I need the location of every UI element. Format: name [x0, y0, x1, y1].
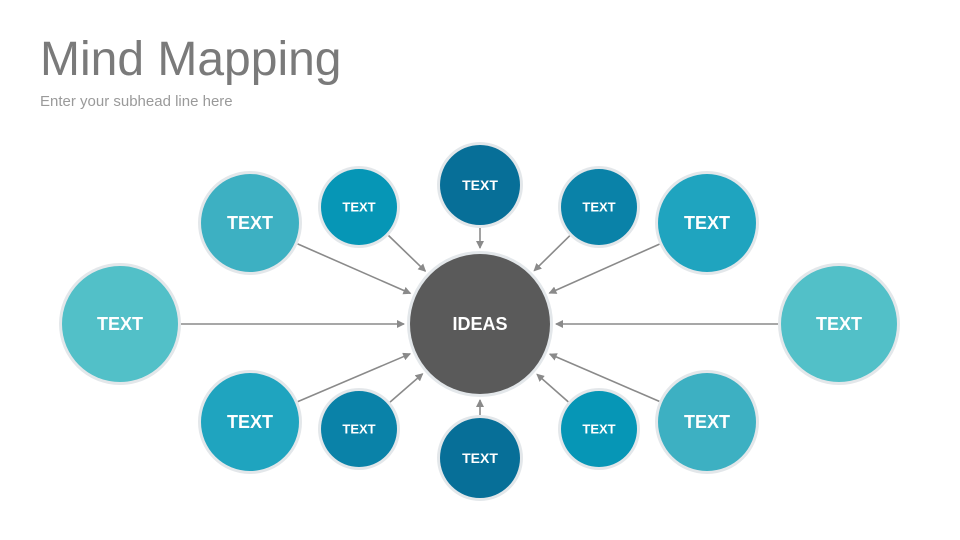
arrow-upper-right-small — [533, 235, 571, 272]
node-right[interactable]: TEXT — [778, 263, 900, 385]
node-upper-left-large[interactable]: TEXT — [198, 171, 302, 275]
node-circle — [201, 373, 299, 471]
node-circle — [561, 169, 637, 245]
node-circle — [658, 373, 756, 471]
node-label: TEXT — [582, 422, 615, 437]
node-upper-left-small[interactable]: TEXT — [318, 166, 400, 248]
arrow-lower-right-small — [536, 373, 569, 403]
connector-arrows — [181, 228, 778, 415]
node-upper-right-small[interactable]: TEXT — [558, 166, 640, 248]
node-label: TEXT — [342, 422, 375, 437]
node-label: TEXT — [816, 314, 862, 334]
node-label: TEXT — [462, 177, 498, 193]
node-label: TEXT — [97, 314, 143, 334]
node-label: TEXT — [684, 213, 730, 233]
arrow-lower-left-large — [297, 352, 412, 403]
center-node[interactable]: IDEAS — [407, 251, 553, 397]
mind-map-nodes: TEXT TEXT TEXT TEXT TEXT TEXT TEXT TEXT TEXT TEXT… — [59, 142, 900, 501]
page-title: Mind Mapping — [40, 33, 342, 86]
node-circle — [781, 266, 897, 382]
node-label: TEXT — [462, 450, 498, 466]
node-top[interactable]: TEXT — [437, 142, 523, 228]
node-lower-left-large[interactable]: TEXT — [198, 370, 302, 474]
node-circle — [201, 174, 299, 272]
node-label: TEXT — [684, 412, 730, 432]
node-label: TEXT — [342, 200, 375, 215]
node-circle — [321, 391, 397, 467]
node-circle — [62, 266, 178, 382]
node-circle — [561, 391, 637, 467]
node-lower-left-small[interactable]: TEXT — [318, 388, 400, 470]
node-label: TEXT — [227, 412, 273, 432]
arrow-upper-right-large — [548, 243, 660, 294]
node-circle — [440, 418, 520, 498]
arrow-upper-left-large — [297, 243, 412, 295]
arrow-lower-left-small — [389, 373, 424, 403]
node-left[interactable]: TEXT — [59, 263, 181, 385]
page-subtitle: Enter your subhead line here — [40, 93, 233, 110]
node-label: TEXT — [582, 200, 615, 215]
node-circle — [658, 174, 756, 272]
node-label: TEXT — [227, 213, 273, 233]
arrow-lower-right-large — [548, 353, 660, 403]
node-lower-right-small[interactable]: TEXT — [558, 388, 640, 470]
node-circle — [440, 145, 520, 225]
center-node-circle — [410, 254, 550, 394]
node-bottom[interactable]: TEXT — [437, 415, 523, 501]
arrow-upper-left-small — [387, 234, 427, 272]
node-upper-right-large[interactable]: TEXT — [655, 171, 759, 275]
center-node-label: IDEAS — [452, 314, 507, 334]
node-lower-right-large[interactable]: TEXT — [655, 370, 759, 474]
node-circle — [321, 169, 397, 245]
